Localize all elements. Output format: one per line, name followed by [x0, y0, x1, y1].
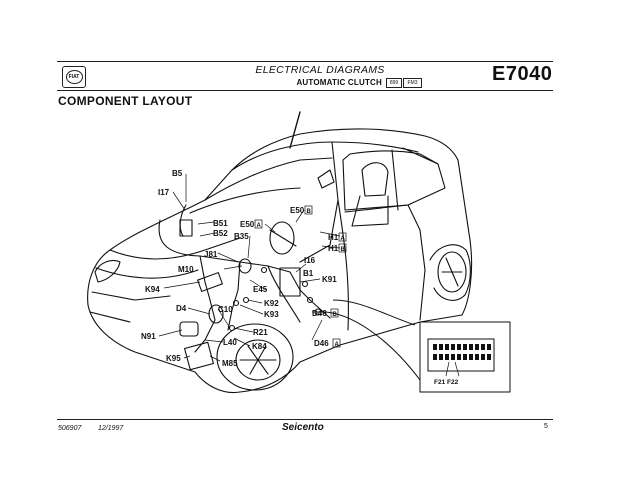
label-B35: B35 [234, 232, 249, 241]
suffix-E50B: B [307, 209, 312, 215]
footer-rule [57, 419, 553, 420]
label-M85: M85 [222, 359, 238, 368]
label-C10: C10 [218, 305, 233, 314]
label-J81: J81 [204, 250, 218, 259]
footer-page-number: 5 [544, 423, 548, 430]
label-M10: M10 [178, 265, 194, 274]
label-B51: B51 [213, 219, 228, 228]
label-H1B: H1 [328, 244, 339, 253]
label-D46B: D46 [312, 309, 327, 318]
label-B1: B1 [303, 269, 314, 278]
label-E45: E45 [253, 285, 268, 294]
label-I17: I17 [158, 188, 170, 197]
label-L40: L40 [223, 338, 237, 347]
header-subtitle: AUTOMATIC CLUTCH [296, 78, 382, 87]
suffix-H1B: B [341, 247, 346, 253]
label-K95: K95 [166, 354, 181, 363]
header-badge-right: FM3 [403, 78, 422, 88]
label-B52: B52 [213, 229, 228, 238]
label-E50A: E50 [240, 220, 255, 229]
label-K93: K93 [264, 310, 279, 319]
label-E50B: E50 [290, 206, 305, 215]
label-D46A: D46 [314, 339, 329, 348]
label-R21: R21 [253, 328, 268, 337]
label-K92: K92 [264, 299, 279, 308]
label-K84: K84 [252, 342, 267, 351]
header-top-rule [57, 61, 553, 62]
suffix-E50A: A [257, 223, 262, 229]
suffix-D46B: B [333, 312, 338, 318]
section-title: COMPONENT LAYOUT [58, 94, 193, 108]
label-H1A: H1 [328, 233, 339, 242]
header-title: ELECTRICAL DIAGRAMS [255, 64, 385, 76]
suffix-D46A: A [335, 342, 340, 348]
label-B5: B5 [172, 169, 183, 178]
header-bottom-rule [57, 90, 553, 91]
label-fuses: F21 F22 [434, 379, 459, 386]
label-K91: K91 [322, 275, 337, 284]
footer-date: 12/1997 [98, 425, 124, 432]
label-N91: N91 [141, 332, 156, 341]
footer-doc-number: 506907 [58, 425, 82, 432]
diagram-code: E7040 [492, 63, 553, 85]
fiat-logo: FIAT [62, 66, 86, 88]
label-D4: D4 [176, 304, 187, 313]
label-K94: K94 [145, 285, 160, 294]
suffix-H1A: A [341, 236, 346, 242]
header-badge-left: 899 [386, 78, 402, 88]
footer-brand: Seicento [282, 422, 324, 433]
label-I16: I16 [304, 256, 316, 265]
